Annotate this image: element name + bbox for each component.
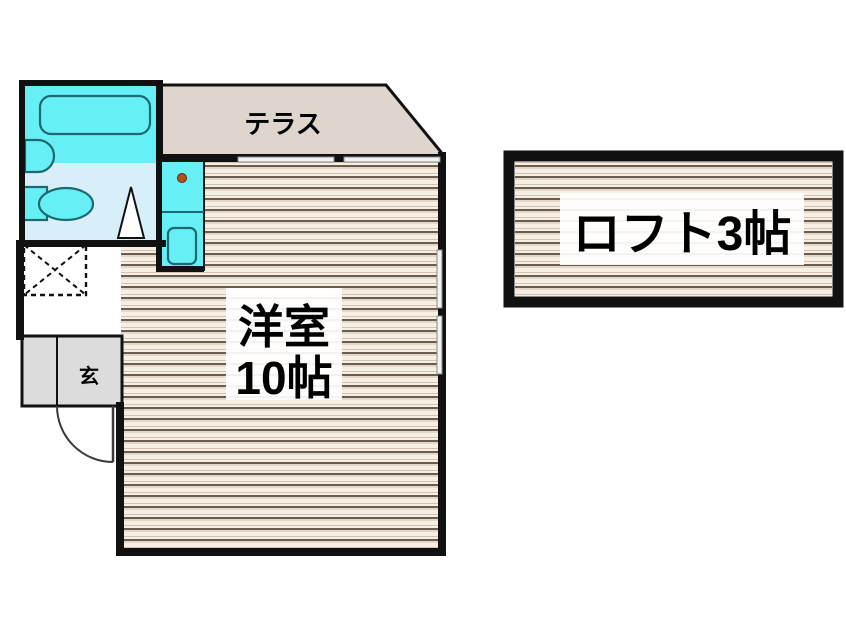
wall-bottom — [116, 548, 446, 556]
sink-basin — [23, 138, 56, 174]
kitchen-stove-burner-icon — [177, 173, 187, 183]
bathroom-area — [19, 80, 163, 247]
terrace-label: テラス — [244, 109, 321, 139]
balcony-sliding-door[interactable] — [237, 156, 441, 163]
main-room-label-line2: 10帖 — [235, 352, 332, 404]
kitchen-sink — [166, 226, 198, 266]
entrance-area: 玄 — [20, 334, 124, 463]
entrance-door-arc — [56, 405, 114, 463]
bathtub — [38, 94, 152, 136]
terrace-area: テラス — [158, 83, 443, 162]
loft-label-halo — [560, 193, 804, 265]
main-room-label-halo — [226, 288, 342, 400]
closet-cross-b — [23, 244, 87, 296]
wall-left-mid — [16, 240, 24, 340]
loft-label: ロフト3帖 — [573, 208, 792, 261]
wall-left-lower — [116, 402, 124, 556]
closet-storage — [22, 243, 88, 297]
toilet-bowl — [37, 186, 95, 222]
main-room-label-group: 洋室 10帖 — [226, 288, 342, 404]
sliding-door-panel-left[interactable] — [237, 156, 335, 163]
window-pane-lower[interactable] — [436, 315, 443, 375]
wall-kitchen-left — [156, 156, 162, 272]
wall-bath-bottom — [16, 240, 166, 247]
loft-walls — [503, 150, 844, 308]
sliding-door-panel-right[interactable] — [343, 156, 441, 163]
loft-area: ロフト3帖 — [503, 150, 844, 308]
window-pane-upper[interactable] — [436, 249, 443, 309]
wall-kitchen-bottom — [156, 266, 204, 272]
window-right[interactable] — [436, 249, 443, 375]
bathroom-door — [116, 186, 146, 239]
entrance-label: 玄 — [79, 364, 99, 388]
kitchen-area — [159, 159, 205, 271]
wall-terrace-left — [156, 82, 162, 158]
genkan-floor — [20, 334, 124, 408]
main-room-label-line1: 洋室 — [238, 301, 330, 353]
